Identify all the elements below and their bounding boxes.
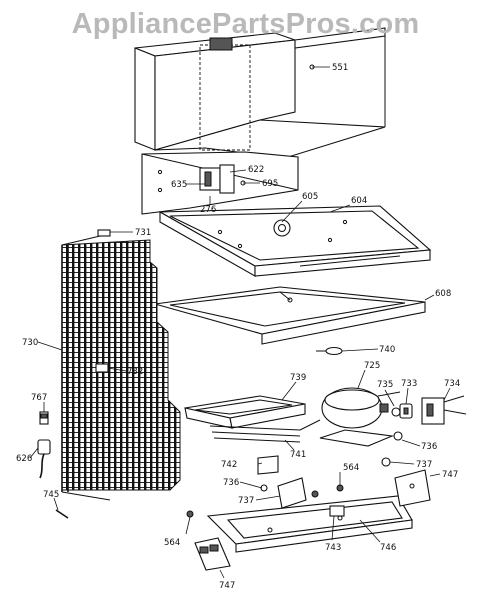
label-604: 604 [351, 196, 367, 206]
label-746: 746 [380, 543, 396, 553]
label-740: 740 [379, 345, 395, 355]
label-747-bottom: 747 [219, 581, 235, 591]
bracket-747-top [394, 469, 431, 507]
bracket-742 [257, 455, 279, 475]
drip-tray-608 [154, 286, 426, 345]
evap-tray-739 [184, 395, 306, 443]
label-695: 695 [262, 179, 278, 189]
label-743: 743 [325, 543, 341, 553]
label-622: 622 [248, 165, 264, 175]
label-733: 733 [401, 379, 417, 389]
label-605: 605 [302, 192, 318, 202]
label-731: 731 [135, 228, 151, 238]
label-745: 745 [43, 490, 59, 500]
relay-734 [421, 395, 467, 425]
label-564-bottom: 564 [164, 538, 180, 548]
label-551: 551 [332, 63, 348, 73]
label-739: 739 [290, 373, 306, 383]
watermark: AppliancePartsPros.com [71, 8, 420, 40]
label-735: 735 [377, 380, 393, 390]
label-732: 732 [127, 367, 143, 377]
relay-733 [399, 403, 413, 419]
label-736-right: 736 [421, 442, 437, 452]
label-626: 626 [16, 454, 32, 464]
part-740 [316, 346, 343, 356]
label-736-left: 736 [223, 478, 239, 488]
compressor-725 [299, 387, 401, 447]
label-741: 741 [290, 450, 306, 460]
rear-panel [141, 151, 299, 215]
label-276: 276 [200, 205, 216, 215]
label-742: 742 [221, 460, 237, 470]
tray-604 [158, 205, 432, 277]
part-labels: 551 622 635 695 276 605 604 731 608 730 … [16, 63, 460, 591]
label-608: 608 [435, 289, 451, 299]
leader-lines [29, 66, 451, 579]
label-730: 730 [22, 338, 38, 348]
grommet-736-right [393, 431, 403, 441]
condenser-coil-730 [61, 229, 181, 501]
tube-745 [55, 509, 69, 519]
bracket-737-mid [277, 477, 307, 509]
part-735 [391, 407, 401, 417]
base-746 [206, 495, 413, 553]
label-734: 734 [444, 379, 460, 389]
small-part-767 [39, 411, 49, 425]
cabinet-top-box [134, 27, 386, 159]
label-564-top: 564 [343, 463, 359, 473]
bracket-747-bottom [194, 537, 231, 571]
label-725: 725 [364, 361, 380, 371]
plug-626 [37, 439, 51, 479]
label-737-right: 737 [416, 460, 432, 470]
label-635: 635 [171, 180, 187, 190]
label-747-top: 747 [442, 470, 458, 480]
bushing-737-right [381, 457, 391, 467]
label-767: 767 [31, 393, 47, 403]
label-737-left: 737 [238, 496, 254, 506]
